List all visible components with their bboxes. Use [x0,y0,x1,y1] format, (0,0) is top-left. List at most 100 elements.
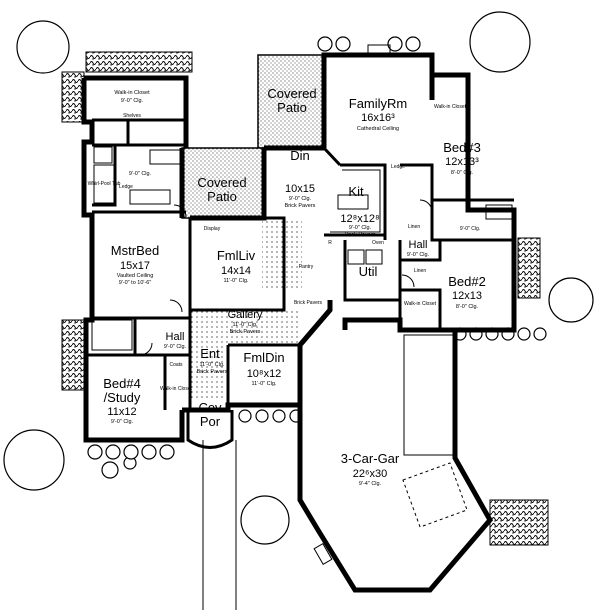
room-bed3-name: Bed#3 [443,140,481,155]
room-bed3-note: 8'-0" Clg. [451,170,474,176]
room-fmldin-note: 11'-0" Clg. [252,381,277,387]
note-brick-pavers: Brick Pavers [294,300,323,306]
shower [93,146,113,164]
shrub-icon [105,444,121,460]
room-fmldin-name: FmlDin [243,350,284,365]
room-covered-patio-top-name: Covered [267,86,316,101]
kitchen-counter [330,169,381,233]
shrub-icon [335,36,351,52]
room-familyrm-dims: 16x16³ [361,112,395,124]
room-kit-dims: 12⁸x12⁸ [340,213,379,225]
room-bed2-name: Bed#2 [448,274,486,289]
room-bed2-note: 8'-0" Clg. [456,304,479,310]
room-kit-note: 9'-0" Clg. [349,225,372,231]
interior-walls [86,118,514,449]
pavers-entry [188,310,300,400]
room-bed4-name: Bed#4 [103,376,141,391]
shrub-icon [405,36,421,52]
room-din-note: 9'-0" Clg. [289,196,312,202]
whirlpool-tub [93,164,115,204]
door-swing [419,199,433,213]
shrub-icon [87,444,103,460]
shrub-icon [517,327,531,341]
shrub-hedge [85,51,193,73]
room-din-name: Din [290,148,310,163]
shrub-hedge [517,237,541,299]
room-kit-note2: Brick Pavers [345,232,376,238]
kitchen-island [337,194,369,210]
room-din-dims: 10x15 [285,183,315,195]
room-kit-name: Kit [348,184,364,199]
room-gallery-name: Gallery [228,309,263,321]
tree-icon [3,429,65,491]
room-mstrbed-note2: 9'-0" to 10'-6" [119,280,152,286]
room-hall-right-note: 9'-0" Clg. [407,252,430,258]
shrub-icon [533,327,547,341]
garage-stall [402,462,468,528]
note-bath-right-clg: 9'-0" Clg. [460,226,480,232]
room-din-note2: Brick Pavers [285,203,316,209]
shrub-icon [255,409,269,423]
tree-icon [101,461,119,479]
shrub-icon [141,444,157,460]
room-bed2-dims: 12x13 [452,290,482,302]
garage-door [403,334,455,456]
note-walkin-bed4: Walk-in Closet [160,386,193,392]
bed4-bath [91,319,133,351]
util-dryer [365,249,383,265]
room-hall-left-name: Hall [166,331,185,343]
room-fmlliv-note: 11'-0" Clg. [224,278,249,284]
room-familyrm-note: Cathedral Ceiling [357,126,399,132]
note-ledge-kit: Ledge [391,164,405,170]
note-linen-right: Linen [414,268,426,274]
note-walkin-bed3: Walk-in Closet [434,104,467,110]
room-mstrbed-dims: 15x17 [120,260,150,272]
shrub-icon [159,444,175,460]
room-bed4-name2: /Study [104,390,141,405]
front-walk [202,440,237,610]
shrub-icon [123,444,139,460]
room-garage-dims: 22⁶x30 [353,468,388,480]
room-fmlliv-name: FmlLiv [217,248,256,263]
shrub-hedge [61,319,87,391]
room-gallery-note2: Brick Pavers [230,329,261,335]
note-walkin-master: Walk-in Closet [114,90,150,96]
note-whirlpool: Whirl-Pool Tub [88,181,121,187]
door-swing [169,299,183,313]
room-hall-right-name: Hall [409,239,428,251]
shrub-icon [238,409,252,423]
room-ent-name: Ent [200,346,220,361]
room-bed3-dims: 12x13³ [445,156,479,168]
room-fmlliv-dims: 14x14 [221,265,251,277]
note-pantry: Pantry [299,264,314,270]
note-shelves: Shelves [123,113,141,119]
bed3-tub [485,204,513,220]
room-gallery-note: 11'-0" Clg. [233,322,258,328]
note-walkin-bed2: Walk-in Closet [404,301,437,307]
fireplace [367,44,391,58]
room-familyrm-name: FamilyRm [349,96,408,111]
tree-icon [548,277,594,323]
room-covpor-name2: Por [200,414,221,429]
room-covered-patio-top-name2: Patio [277,100,307,115]
door-swing [401,274,415,288]
room-mstrbed-name: MstrBed [111,243,159,258]
room-bed4-dims: 11x12 [107,406,136,418]
room-covered-patio-mid-name: Covered [197,175,246,190]
room-ent-note2: Brick Pavers [197,369,228,375]
note-bath-clg: 9'-0" Clg. [129,171,152,177]
shrub-icon [272,409,286,423]
landscaping [3,11,594,546]
tree-icon [240,495,290,545]
vanity [129,189,171,205]
room-covpor-name: Cov [198,400,222,415]
note-master-closet-clg: 9'-0" Clg. [121,98,144,104]
room-garage-name: 3-Car-Gar [341,451,400,466]
pavers-gallery [262,220,302,290]
note-ref: R [328,240,332,246]
note-linen-top: Linen [408,224,420,230]
room-util-name: Util [359,264,378,279]
annotations: Walk-in Closet 9'-0" Clg. Shelves 9'-0" … [88,90,481,392]
room-fmldin-dims: 10⁸x12 [247,368,282,380]
